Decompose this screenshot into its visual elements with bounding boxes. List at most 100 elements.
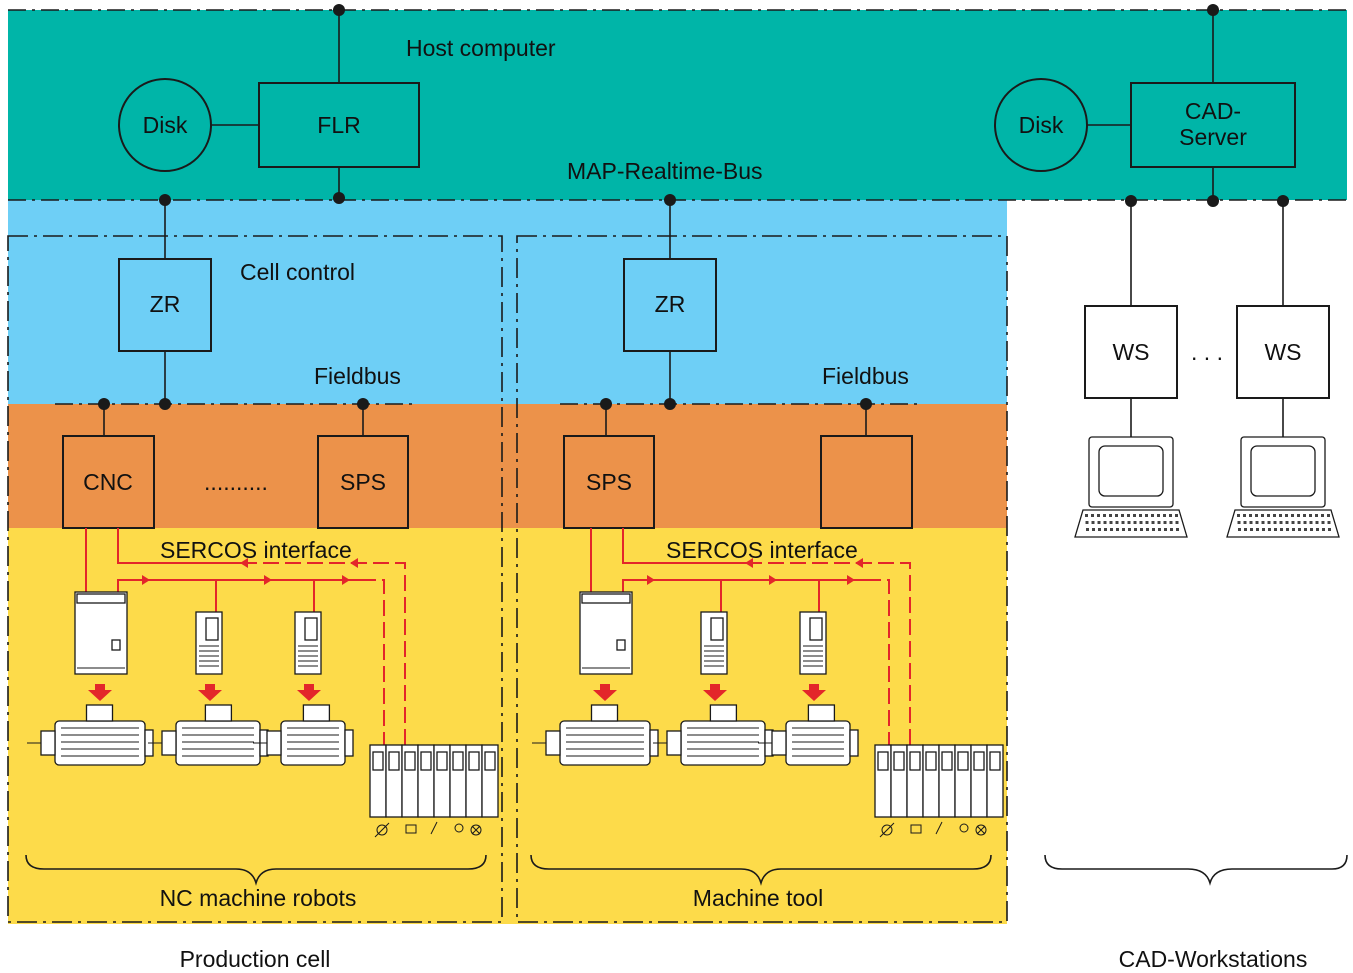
- io-flow-symbol-right: [959, 823, 969, 833]
- sercos-arrow-3-left: [350, 558, 358, 568]
- cnc-sps-dots: ..........: [204, 469, 268, 495]
- keyboard-key-right-1-13: [1315, 521, 1319, 524]
- keyboard-key-right-1-11: [1303, 521, 1307, 524]
- io-module-terminal-2-right: [909, 751, 921, 771]
- motor-mid-flange-left: [161, 730, 177, 756]
- sercos-link-1-right: [622, 579, 722, 612]
- sercos-arrow-3-right: [855, 558, 863, 568]
- nc-machine-robots-label: NC machine robots: [160, 885, 357, 911]
- keyboard-key-left-1-4: [1109, 521, 1113, 524]
- cell-right-equipment: [530, 528, 1004, 886]
- motor-mid-connector-left: [204, 704, 233, 722]
- keyboard-key-right-1-9: [1291, 521, 1295, 524]
- keyboard-key-right-2-2: [1250, 528, 1253, 531]
- keyboard-key-left-2-8: [1134, 528, 1137, 531]
- keyboard-key-right-1-15: [1327, 521, 1331, 524]
- motor-small-endcap-left: [344, 729, 354, 757]
- cnc-label: CNC: [83, 469, 133, 495]
- drive-slim-display-1-left: [304, 617, 318, 641]
- keyboard-key-left-2-6: [1122, 528, 1125, 531]
- keyboard-key-right-2-3: [1256, 528, 1259, 531]
- machine-tool-label: Machine tool: [693, 885, 823, 911]
- cad-workstations-brace: [1044, 854, 1348, 886]
- io-module-terminal-3-left: [420, 751, 432, 771]
- motor-arrow-2-right: [802, 684, 826, 701]
- keyboard-key-left-0-3: [1103, 514, 1106, 517]
- keyboard-key-left-2-9: [1140, 528, 1143, 531]
- keyboard-key-left-0-7: [1127, 514, 1130, 517]
- keyboard-key-right-0-2: [1249, 514, 1252, 517]
- io-module-terminal-6-right: [973, 751, 985, 771]
- keyboard-key-left-1-11: [1151, 521, 1155, 524]
- keyboard-key-left-0-10: [1145, 514, 1148, 517]
- map-bus-label: MAP-Realtime-Bus: [567, 158, 763, 184]
- io-switch-symbol-right: [935, 821, 943, 835]
- disk-left-node: [118, 78, 212, 172]
- sercos-arrow-0-left: [142, 575, 150, 585]
- keyboard-key-right-1-3: [1255, 521, 1259, 524]
- keyboard-key-left-0-8: [1133, 514, 1136, 517]
- keyboard-key-left-0-12: [1157, 514, 1160, 517]
- zr-right-bus-junction: [664, 194, 676, 206]
- keyboard-key-right-2-0: [1238, 528, 1241, 531]
- keyboard-key-left-1-10: [1145, 521, 1149, 524]
- flr-top-junction: [333, 4, 345, 16]
- drive-large-top-left: [76, 593, 126, 604]
- io-module-terminal-0-right: [877, 751, 889, 771]
- io-module-terminal-3-right: [925, 751, 937, 771]
- motor-mid-flange-right: [666, 730, 682, 756]
- sercos-arrow-0-right: [647, 575, 655, 585]
- io-module-terminal-1-left: [388, 751, 400, 771]
- cad-bus-junction: [1207, 195, 1219, 207]
- sercos-link-io-left: [360, 579, 385, 745]
- keyboard-key-left-0-0: [1085, 514, 1088, 517]
- cad-server-label-2: Server: [1179, 124, 1247, 150]
- monitor-screen-left: [1098, 445, 1164, 497]
- keyboard-key-right-1-4: [1261, 521, 1265, 524]
- keyboard-key-left-2-5: [1116, 528, 1119, 531]
- io-lamp-cross-right: [976, 825, 986, 835]
- fieldbus-left-label: Fieldbus: [314, 363, 401, 389]
- cad-workstations-label: CAD-Workstations: [1119, 946, 1308, 972]
- sps-middle-box: [563, 435, 655, 529]
- sercos-return-top-right: [622, 528, 746, 564]
- keyboard-key-left-1-1: [1091, 521, 1095, 524]
- keyboard-key-right-0-13: [1315, 514, 1318, 517]
- io-module-terminal-4-right: [941, 751, 953, 771]
- motor-arrow-1-right: [703, 684, 727, 701]
- io-module-terminal-6-left: [468, 751, 480, 771]
- ws-left-label: WS: [1112, 339, 1149, 365]
- keyboard-key-left-2-10: [1146, 528, 1149, 531]
- keyboard-key-right-0-0: [1237, 514, 1240, 517]
- io-module-terminal-5-right: [957, 751, 969, 771]
- keyboard-key-right-2-6: [1274, 528, 1277, 531]
- io-module-terminal-1-right: [893, 751, 905, 771]
- sercos-left-label: SERCOS interface: [160, 537, 352, 563]
- keyboard-key-left-1-5: [1115, 521, 1119, 524]
- keyboard-key-right-2-9: [1292, 528, 1295, 531]
- zr-right-fieldbus-junction: [664, 398, 676, 410]
- cnc-box: [62, 435, 155, 529]
- production-cell-frame-right: [516, 235, 1008, 923]
- motor-small-flange-right: [771, 730, 787, 756]
- field-device-zone: [8, 404, 1007, 528]
- keyboard-key-right-1-7: [1279, 521, 1283, 524]
- keyboard-key-right-0-12: [1309, 514, 1312, 517]
- cell-control-label: Cell control: [240, 259, 355, 285]
- keyboard-key-right-2-5: [1268, 528, 1271, 531]
- keyboard-key-right-2-4: [1262, 528, 1265, 531]
- keyboard-key-left-2-3: [1104, 528, 1107, 531]
- keyboard-key-right-1-14: [1321, 521, 1325, 524]
- keyboard-key-left-0-4: [1109, 514, 1112, 517]
- keyboard-key-left-2-4: [1110, 528, 1113, 531]
- drive-slim-display-0-left: [205, 617, 219, 641]
- io-module-terminal-5-left: [452, 751, 464, 771]
- keyboard-key-right-0-3: [1255, 514, 1258, 517]
- keyboard-key-right-1-5: [1267, 521, 1271, 524]
- keyboard-key-right-1-12: [1309, 521, 1313, 524]
- cell-control-zone: [8, 200, 1007, 404]
- keyboard-key-left-2-12: [1158, 528, 1161, 531]
- drive-slim-display-1-right: [809, 617, 823, 641]
